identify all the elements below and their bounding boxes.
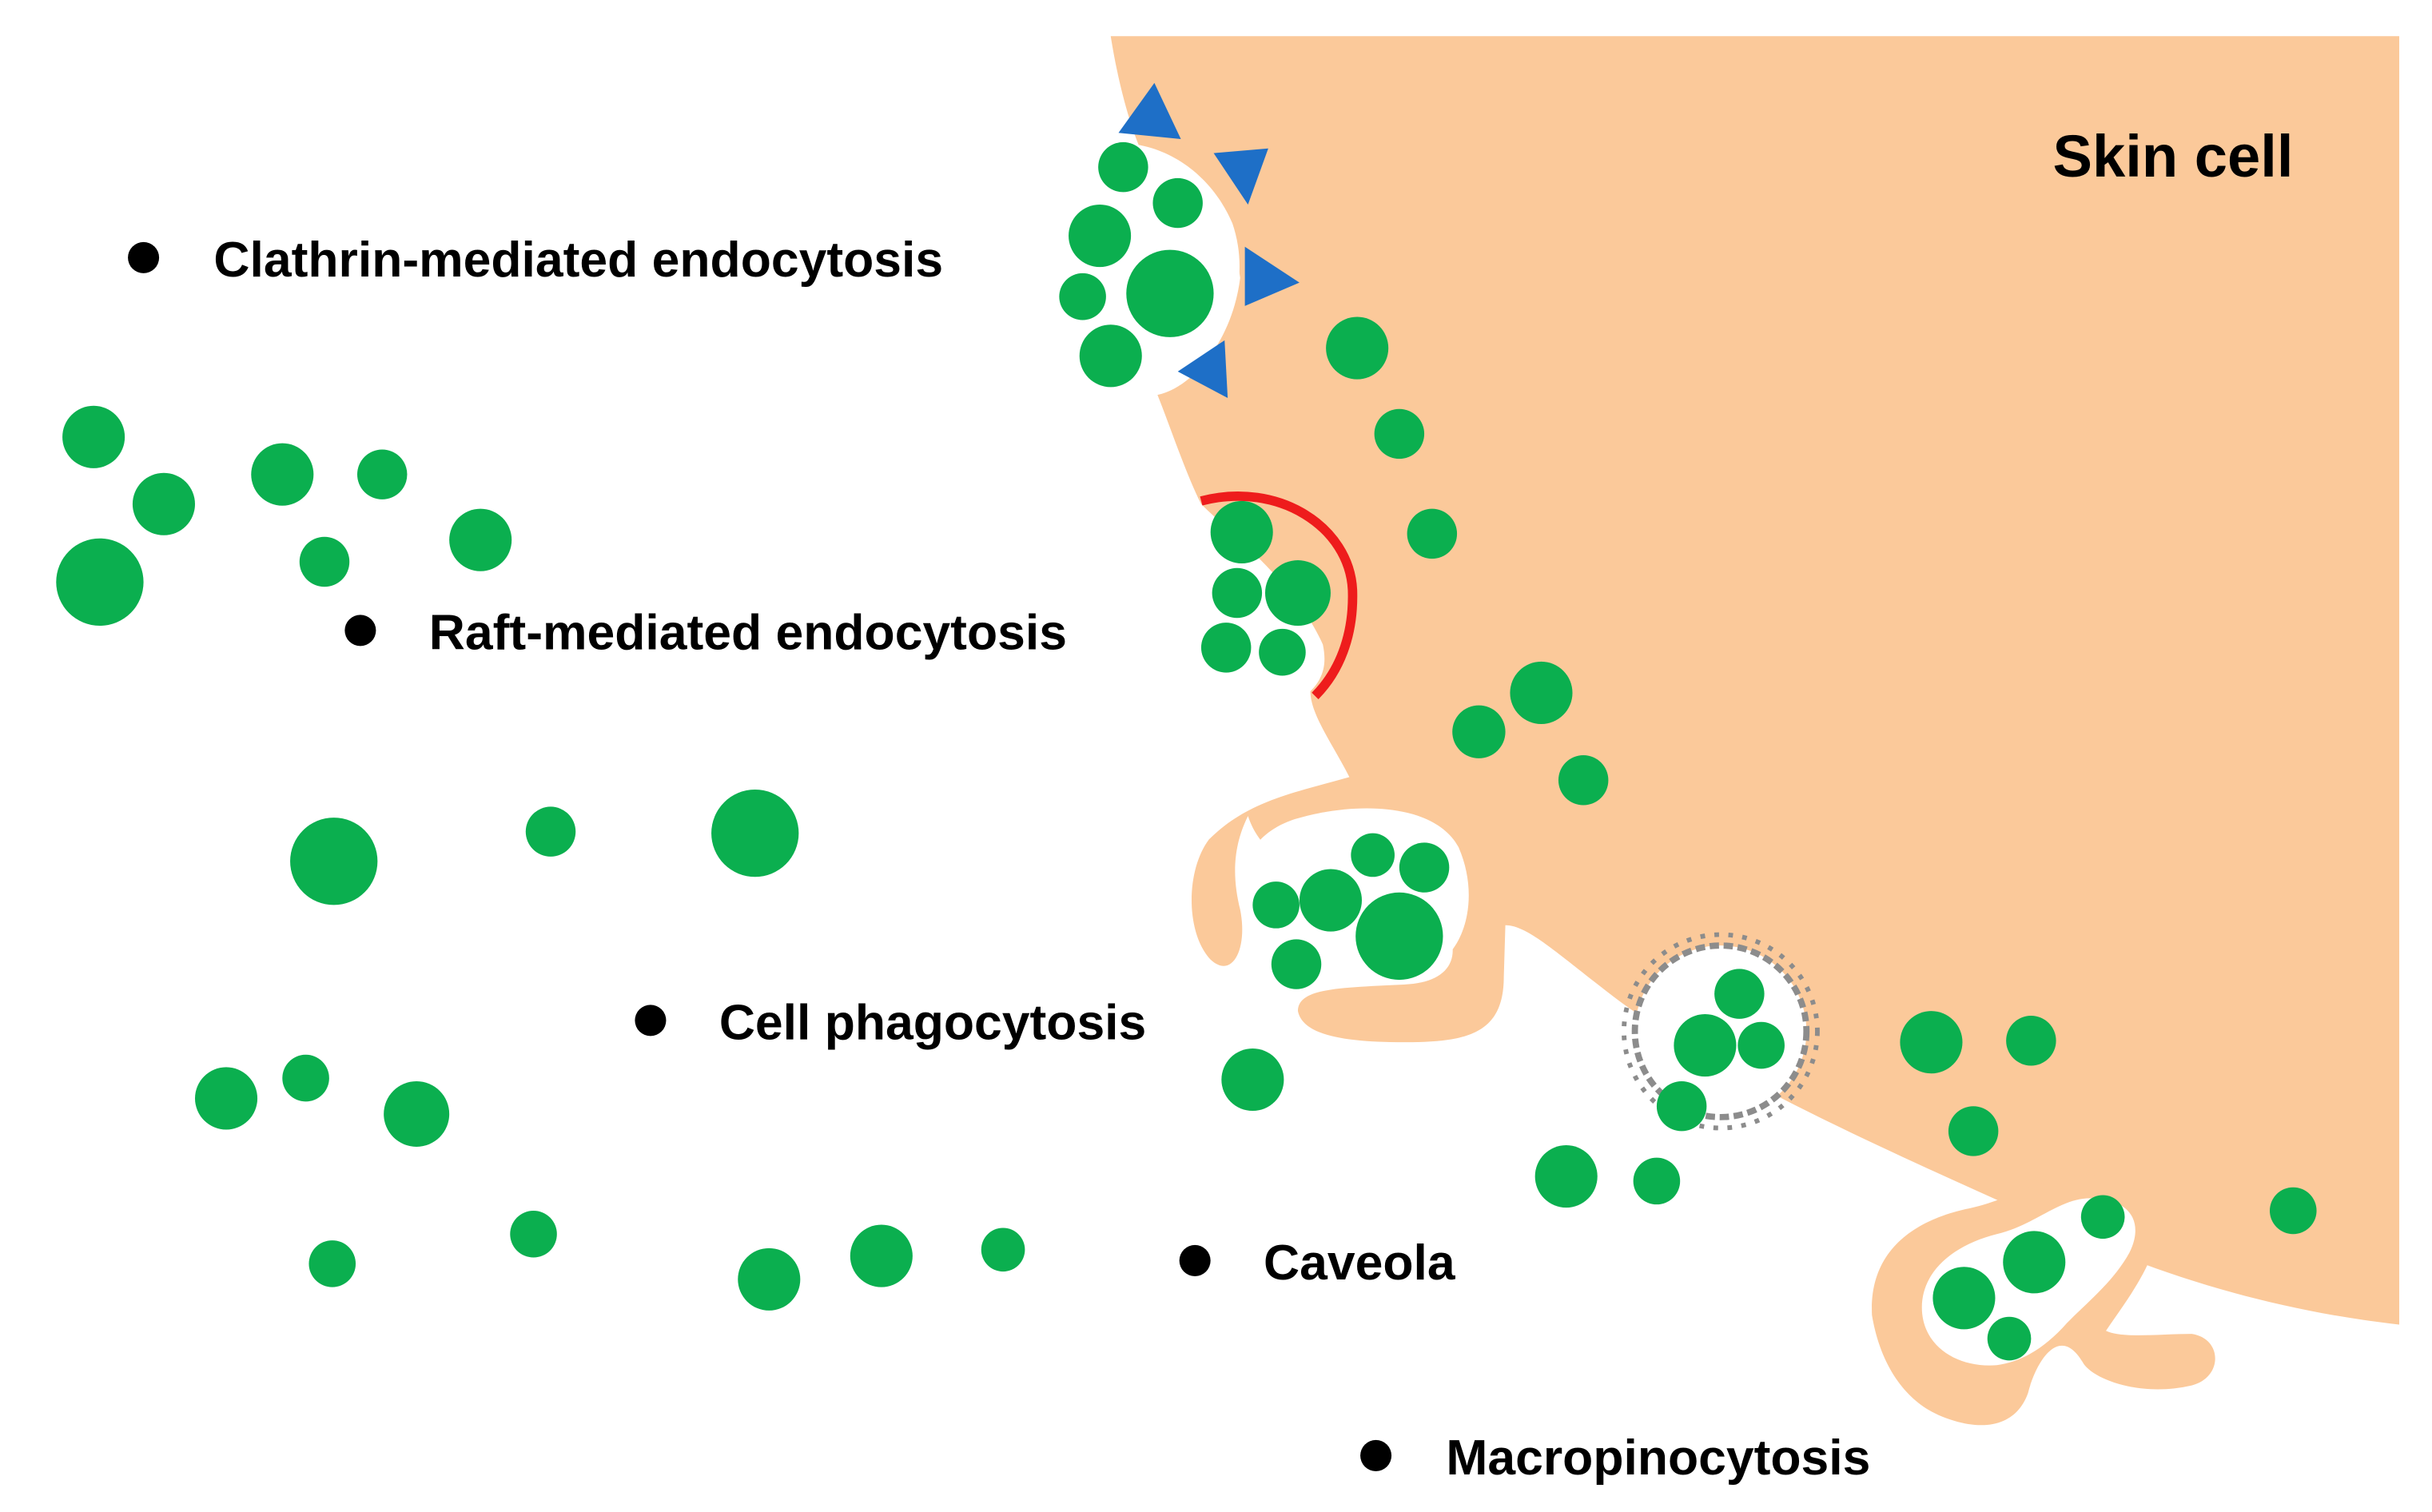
particle	[711, 789, 799, 877]
particle	[2080, 1195, 2125, 1239]
particle	[1558, 755, 1609, 806]
clathrin-coat-triangle	[1177, 340, 1228, 399]
particle	[1737, 1021, 1785, 1069]
particle	[2003, 1231, 2066, 1294]
particle	[308, 1240, 356, 1287]
particle	[1399, 842, 1450, 893]
particle	[1200, 623, 1252, 673]
particle	[62, 405, 125, 468]
pathway-label-caveola: Caveola	[1264, 1235, 1456, 1291]
particle	[1221, 1048, 1284, 1112]
particle	[1510, 661, 1573, 724]
pathway-label-clathrin: Clathrin-mediated endocytosis	[213, 232, 943, 288]
clathrin-coat-triangle	[1118, 82, 1181, 140]
particle	[384, 1080, 450, 1147]
particle	[1948, 1106, 1999, 1156]
pathway-label-phagocytosis: Cell phagocytosis	[719, 994, 1146, 1050]
pathway-label-macropinocytosis: Macropinocytosis	[1446, 1430, 1870, 1486]
pathway-caveola: Caveola	[1179, 1235, 1456, 1291]
particle	[510, 1210, 557, 1258]
particle	[290, 818, 378, 905]
bullet-icon	[1360, 1439, 1392, 1471]
particle	[1210, 500, 1273, 563]
particle	[1299, 869, 1363, 932]
particle	[1271, 939, 1322, 989]
pathway-macropinocytosis: Macropinocytosis	[1360, 1430, 1870, 1486]
particle	[1674, 1014, 1737, 1077]
particle	[1932, 1267, 1996, 1330]
particle	[1714, 969, 1765, 1019]
bullet-icon	[128, 241, 160, 273]
particle	[132, 472, 195, 535]
bullet-icon	[344, 615, 376, 647]
particle	[1264, 560, 1331, 627]
particle	[1987, 1316, 2032, 1361]
particle	[738, 1247, 801, 1311]
pathway-phagocytosis: Cell phagocytosis	[635, 994, 1146, 1050]
skin-cell-body	[1110, 36, 2400, 1325]
particle	[2006, 1015, 2056, 1066]
particle	[299, 536, 350, 587]
clathrin-coat-triangle	[1213, 148, 1268, 205]
pathway-label-raft: Raft-mediated endocytosis	[429, 604, 1067, 660]
particle	[282, 1054, 329, 1102]
particle	[1407, 508, 1458, 559]
particle	[1212, 567, 1263, 619]
lipid-raft-arc	[1200, 491, 1358, 699]
particle	[1059, 273, 1106, 320]
cell-title: Skin cell	[2053, 123, 2294, 189]
particle	[1252, 881, 1300, 929]
bullet-icon	[1179, 1244, 1211, 1276]
particle	[1534, 1144, 1598, 1208]
caveola-ring-outer	[1621, 932, 1820, 1131]
particle	[525, 806, 576, 857]
particle	[449, 508, 512, 571]
particle	[850, 1224, 913, 1287]
particle	[56, 538, 144, 627]
particle	[1633, 1157, 1681, 1205]
particle	[1900, 1011, 1963, 1074]
particle	[1326, 316, 1389, 380]
clathrin-coat-triangle	[1244, 246, 1300, 306]
particle	[1098, 141, 1148, 193]
particle	[1126, 249, 1214, 337]
particle	[356, 449, 408, 499]
particle	[1351, 833, 1395, 877]
particles	[56, 141, 2317, 1361]
particle	[1452, 705, 1506, 758]
particle	[981, 1228, 1025, 1272]
particle	[1374, 408, 1425, 460]
particle	[1079, 324, 1142, 388]
pathway-clathrin: Clathrin-mediated endocytosis	[128, 232, 943, 288]
particle	[1355, 892, 1443, 981]
particle	[251, 443, 314, 506]
particle	[1656, 1080, 1707, 1132]
particle	[1152, 177, 1203, 229]
bullet-icon	[635, 1005, 667, 1037]
particle	[194, 1067, 258, 1130]
particle	[1069, 205, 1132, 268]
pathway-raft: Raft-mediated endocytosis	[344, 604, 1067, 660]
particle	[2270, 1187, 2317, 1235]
particle	[1259, 628, 1306, 676]
